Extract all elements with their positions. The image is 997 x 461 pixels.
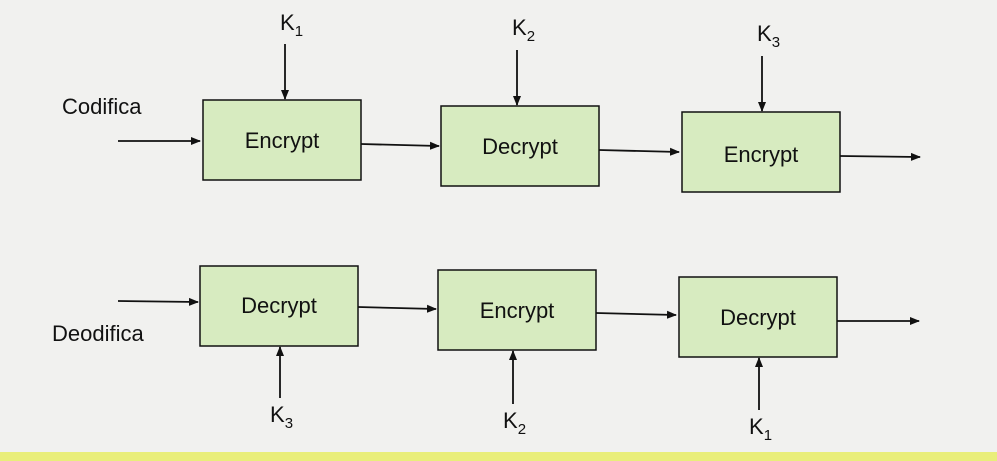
block-label: Encrypt xyxy=(480,298,555,323)
link-arrow xyxy=(598,147,680,156)
bottom-band xyxy=(0,452,997,461)
link-arrow xyxy=(357,304,437,313)
block-label: Decrypt xyxy=(241,293,317,318)
key-label-k2-top: K2 xyxy=(512,15,535,45)
key-label-k2-bottom: K2 xyxy=(503,408,526,438)
block-decrypt-1: Decrypt xyxy=(440,105,600,187)
output-arrow-codifica xyxy=(839,152,921,161)
block-encrypt-3: Encrypt xyxy=(437,269,597,351)
input-arrow-deodifica xyxy=(117,297,199,306)
key-label-k3-top: K3 xyxy=(757,21,780,51)
block-decrypt-3: Decrypt xyxy=(678,276,838,358)
block-label: Decrypt xyxy=(720,305,796,330)
block-label: Encrypt xyxy=(245,128,320,153)
block-decrypt-2: Decrypt xyxy=(199,265,359,347)
link-arrow xyxy=(360,141,440,150)
key-label-k3-bottom: K3 xyxy=(270,402,293,432)
link-arrow xyxy=(595,310,677,319)
key-label-k1-bottom: K1 xyxy=(749,414,772,444)
block-encrypt-2: Encrypt xyxy=(681,111,841,193)
row-label-deodifica: Deodifica xyxy=(52,321,144,346)
block-label: Encrypt xyxy=(724,142,799,167)
block-encrypt-1: Encrypt xyxy=(202,99,362,181)
block-label: Decrypt xyxy=(482,134,558,159)
row-label-codifica: Codifica xyxy=(62,94,142,119)
key-label-k1-top: K1 xyxy=(280,10,303,40)
